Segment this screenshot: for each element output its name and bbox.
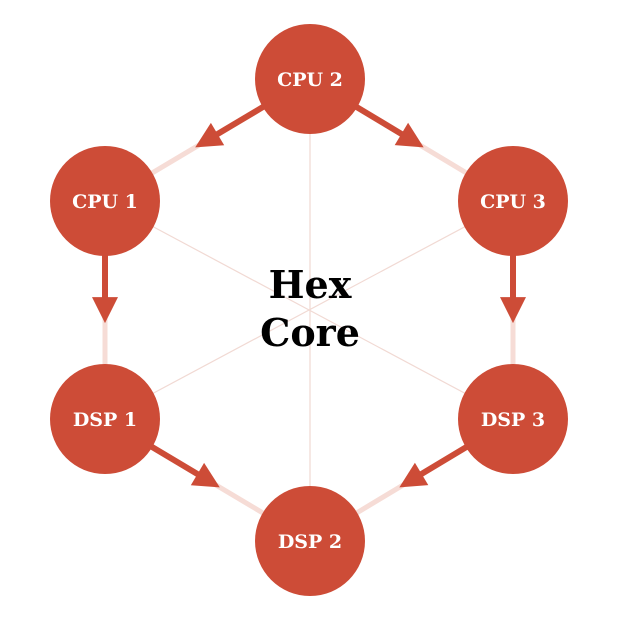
spoke-line <box>104 200 514 420</box>
node-dsp2: DSP 2 <box>255 486 365 596</box>
arrow-cpu3-to-dsp3 <box>500 254 526 324</box>
node-circle <box>50 364 160 474</box>
arrow-shaft <box>214 103 266 138</box>
node-cpu2: CPU 2 <box>255 24 365 134</box>
arrow-head <box>190 462 220 488</box>
arrow-shaft <box>353 103 405 138</box>
center-label-line1: Hex <box>269 262 352 307</box>
processor-nodes: CPU 2 CPU 3 DSP 3 DSP 2 DSP 1 CPU 1 <box>50 24 568 596</box>
arrow-dsp1-to-dsp2 <box>149 443 220 488</box>
arrow-head <box>195 122 225 148</box>
node-label: CPU 1 <box>72 191 138 213</box>
center-spokes <box>104 79 514 541</box>
node-dsp3: DSP 3 <box>458 364 568 474</box>
arrow-head <box>399 462 429 488</box>
node-label: DSP 3 <box>481 409 545 431</box>
center-label-line2: Core <box>260 310 360 355</box>
flow-arrows <box>92 103 526 488</box>
node-cpu3: CPU 3 <box>458 146 568 256</box>
node-circle <box>255 24 365 134</box>
node-circle <box>458 146 568 256</box>
center-label: Hex Core <box>260 262 360 355</box>
arrow-head <box>394 122 424 148</box>
node-circle <box>458 364 568 474</box>
arrow-head <box>500 297 526 324</box>
node-label: DSP 1 <box>73 409 137 431</box>
node-dsp1: DSP 1 <box>50 364 160 474</box>
arrow-dsp3-to-dsp2 <box>399 443 470 488</box>
arrow-shaft <box>149 443 201 478</box>
node-label: DSP 2 <box>278 531 342 553</box>
arrow-head <box>92 297 118 324</box>
node-label: CPU 3 <box>480 191 546 213</box>
node-label: CPU 2 <box>277 69 343 91</box>
node-circle <box>50 146 160 256</box>
arrow-cpu1-to-dsp1 <box>92 254 118 324</box>
node-cpu1: CPU 1 <box>50 146 160 256</box>
node-circle <box>255 486 365 596</box>
arrow-cpu2-to-cpu1 <box>195 103 266 148</box>
arrow-shaft <box>418 443 470 478</box>
arrow-cpu2-to-cpu3 <box>353 103 424 148</box>
